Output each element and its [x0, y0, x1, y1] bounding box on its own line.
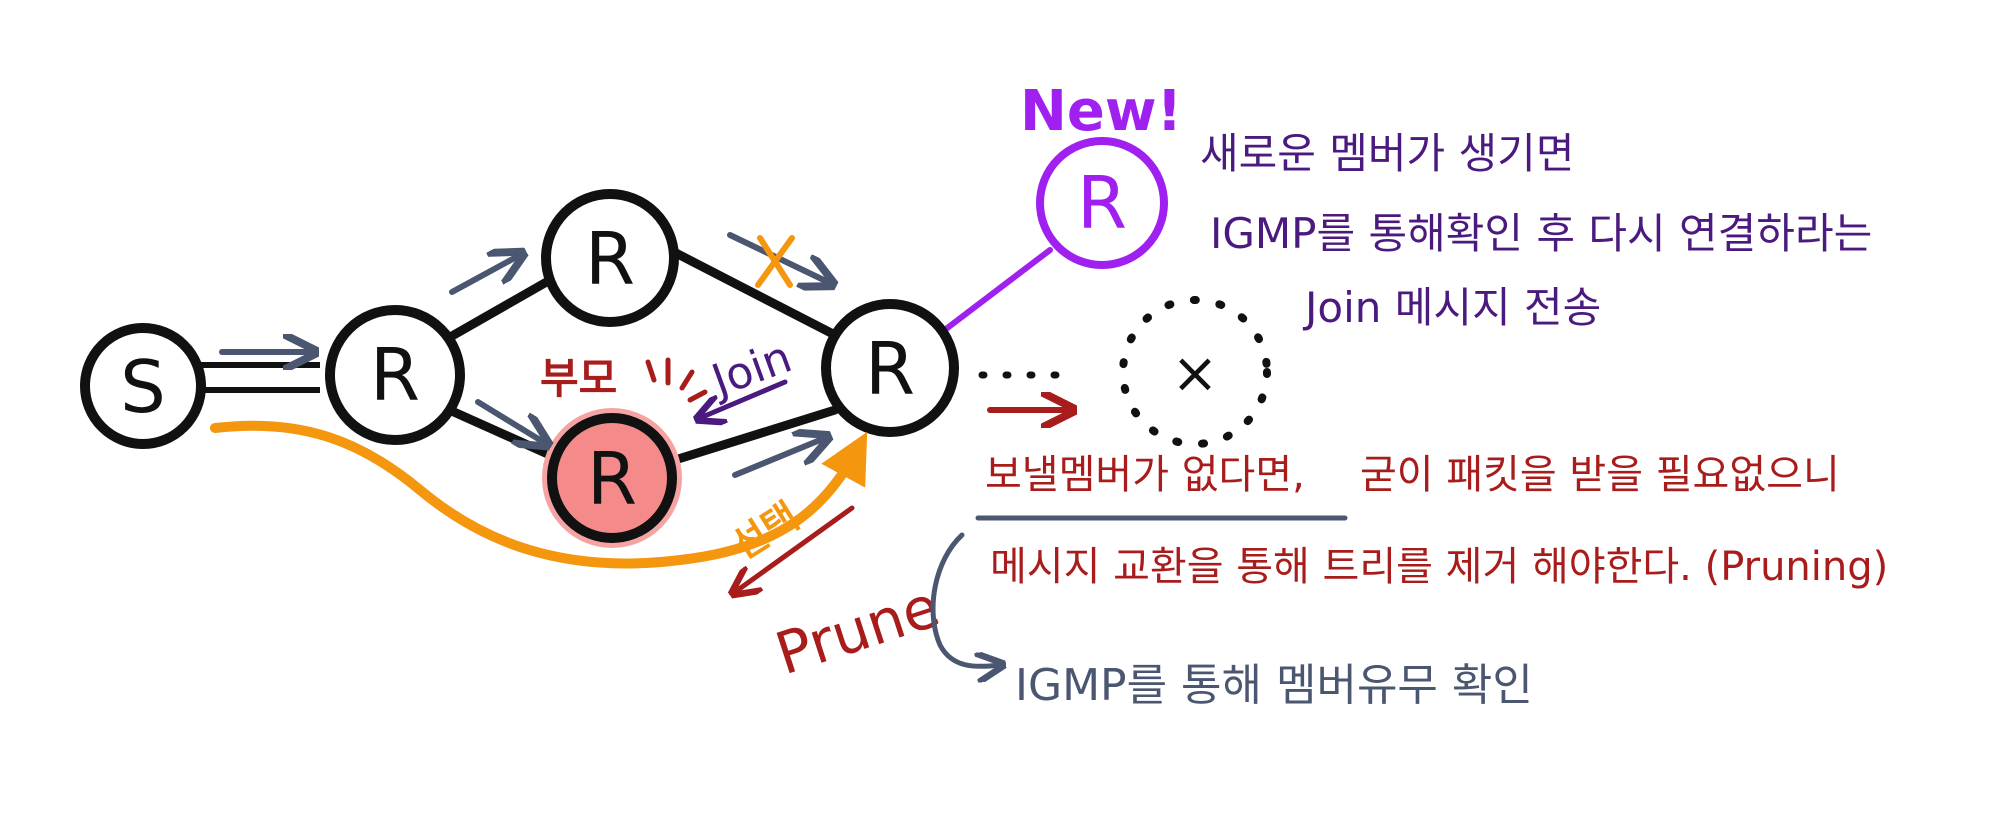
new-member-note: 새로운 멤버가 생기면 IGMP를 통해확인 후 다시 연결하라는 Join 메…: [1200, 129, 1872, 332]
multicast-flow-arrows: [219, 232, 830, 478]
new-router-node: R: [1036, 137, 1168, 269]
prune-note: 보낼멤버가 없다면, 굳이 패킷을 받을 필요없으니 메시지 교환을 통해 트리…: [985, 452, 1888, 590]
edge-r2-r4: [665, 245, 840, 340]
svg-text:R: R: [587, 437, 637, 521]
flow-arrow-r1-r3: [475, 399, 545, 443]
svg-text:R: R: [370, 333, 420, 417]
flow-arrow-r1-r2: [449, 255, 520, 295]
svg-text:S: S: [120, 345, 166, 429]
prune-note-line-1-rest: 굳이 패킷을 받을 필요없으니: [1360, 452, 1840, 498]
edge-source-r1: [200, 362, 320, 393]
flow-arrow-r3-r4: [732, 438, 825, 478]
join-label: Join: [703, 331, 798, 407]
router-node-3-parent: R: [542, 408, 682, 548]
edge-r3-r4: [670, 405, 840, 465]
prune-note-underlined: 보낼멤버가 없다면,: [985, 452, 1305, 498]
join-arrow: [700, 379, 788, 418]
selected-path-curve: [210, 420, 868, 569]
router-node-4: R: [821, 299, 959, 437]
prune-arrow: [735, 505, 855, 592]
prune-label: Prune: [768, 572, 948, 688]
igmp-check-note: IGMP를 통해 멤버유무 확인: [1015, 660, 1533, 711]
blocked-mark-icon: [755, 235, 795, 288]
router-node-2: R: [541, 189, 679, 327]
new-member-note-line-2: IGMP를 통해확인 후 다시 연결하라는: [1210, 209, 1872, 258]
prune-note-line-2: 메시지 교환을 통해 트리를 제거 해야한다. (Pruning): [990, 544, 1888, 590]
select-label: 선택: [724, 494, 807, 568]
emphasis-strokes-icon: [645, 357, 708, 403]
router-node-1: R: [325, 305, 465, 445]
svg-text:R: R: [865, 327, 915, 411]
igmp-bracket-arrow: [930, 532, 1000, 666]
new-member-note-line-1: 새로운 멤버가 생기면: [1200, 129, 1574, 178]
svg-text:×: ×: [1172, 341, 1219, 406]
removed-member-node: ×: [1119, 296, 1271, 448]
svg-text:R: R: [585, 217, 635, 301]
edge-r1-r2: [440, 275, 555, 345]
parent-label: 부모: [540, 354, 617, 403]
svg-text:R: R: [1077, 161, 1127, 245]
source-node: S: [80, 323, 206, 449]
new-label: New!: [1020, 79, 1182, 144]
new-member-note-line-3: Join 메시지 전송: [1302, 283, 1601, 332]
edge-r4-new-router: [939, 247, 1053, 335]
